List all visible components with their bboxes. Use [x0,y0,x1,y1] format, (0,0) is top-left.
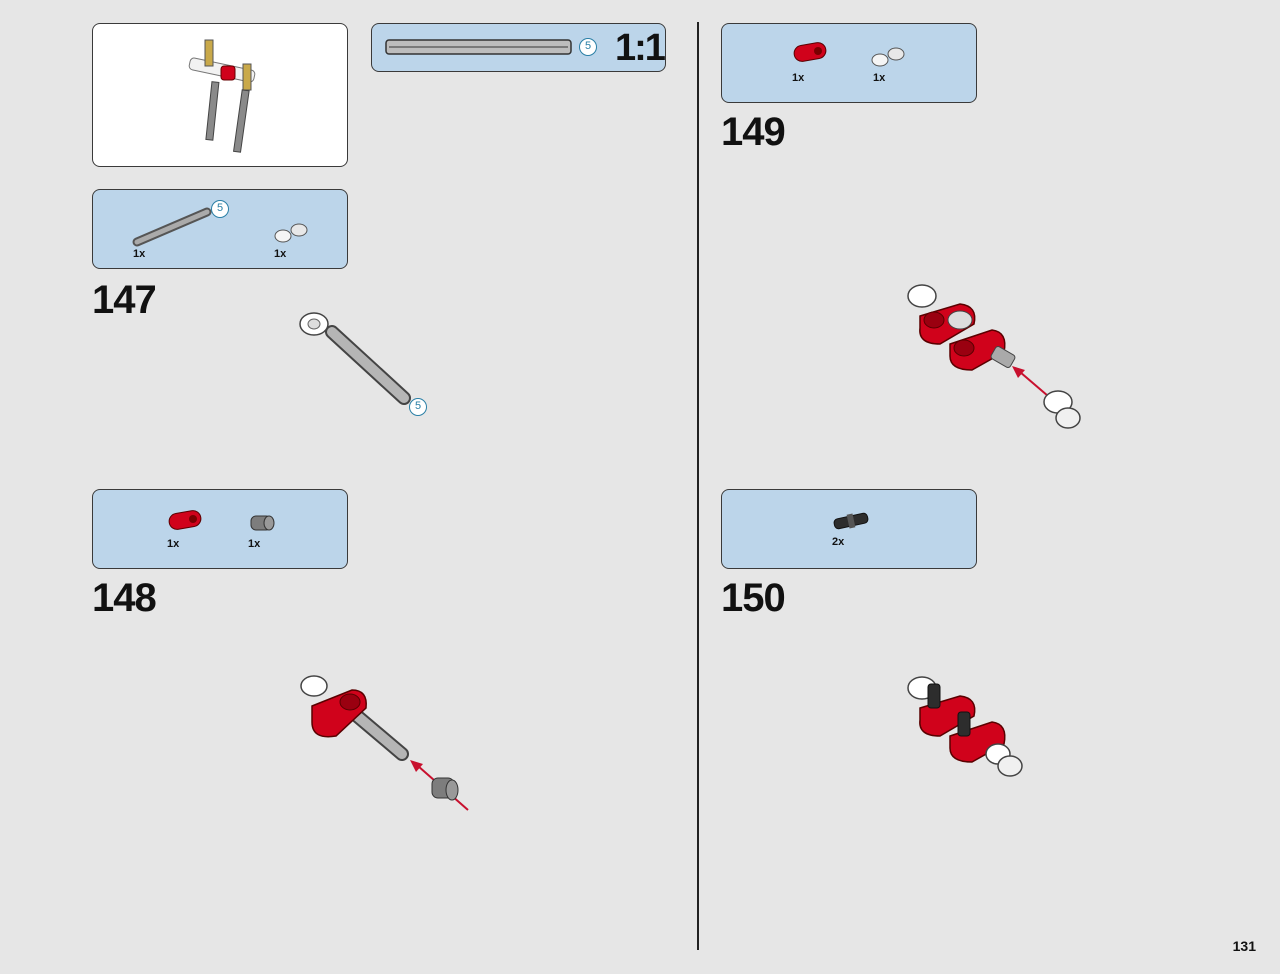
column-divider [697,22,699,950]
part-quantity: 1x [248,538,261,550]
step-149-illustration [907,284,1081,429]
part-quantity: 1x [167,538,180,550]
part-quantity: 1x [873,72,886,84]
axle-scale-image [385,39,572,55]
page-number: 131 [1232,938,1256,954]
step-number: 149 [721,110,786,154]
red-beam-part-icon [168,510,202,530]
step-number: 147 [92,278,157,322]
connector-part-icon [274,223,308,243]
part-quantity: 2x [832,536,845,548]
black-pin-part-icon [833,512,869,530]
bush-part-icon [250,515,275,531]
part-quantity: 1x [274,248,287,260]
part-quantity: 1x [792,72,805,84]
axle-length-badge: 5 [211,200,229,218]
connector-part-icon [871,47,905,67]
axle-length-badge: 5 [579,38,597,56]
step-147-parts-callout: 5 1x 1x [92,189,348,269]
step-number: 150 [721,576,786,620]
step-150-parts-callout: 2x [721,489,977,569]
axle-length-badge: 5 [409,398,427,416]
step-150-illustration [907,676,1023,777]
step-147-illustration [299,312,411,405]
step-149-parts-callout: 1x 1x [721,23,977,103]
step-148-illustration [300,675,469,811]
subassembly-preview [92,23,348,167]
axle-part-icon [132,207,212,247]
subassembly-image [188,39,256,153]
step-148-parts-callout: 1x 1x [92,489,348,569]
red-beam-part-icon [793,42,827,62]
part-quantity: 1x [133,248,146,260]
scale-ratio-label: 1:1 [615,27,666,69]
scale-reference-box: 5 1:1 [371,23,666,72]
step-number: 148 [92,576,157,620]
